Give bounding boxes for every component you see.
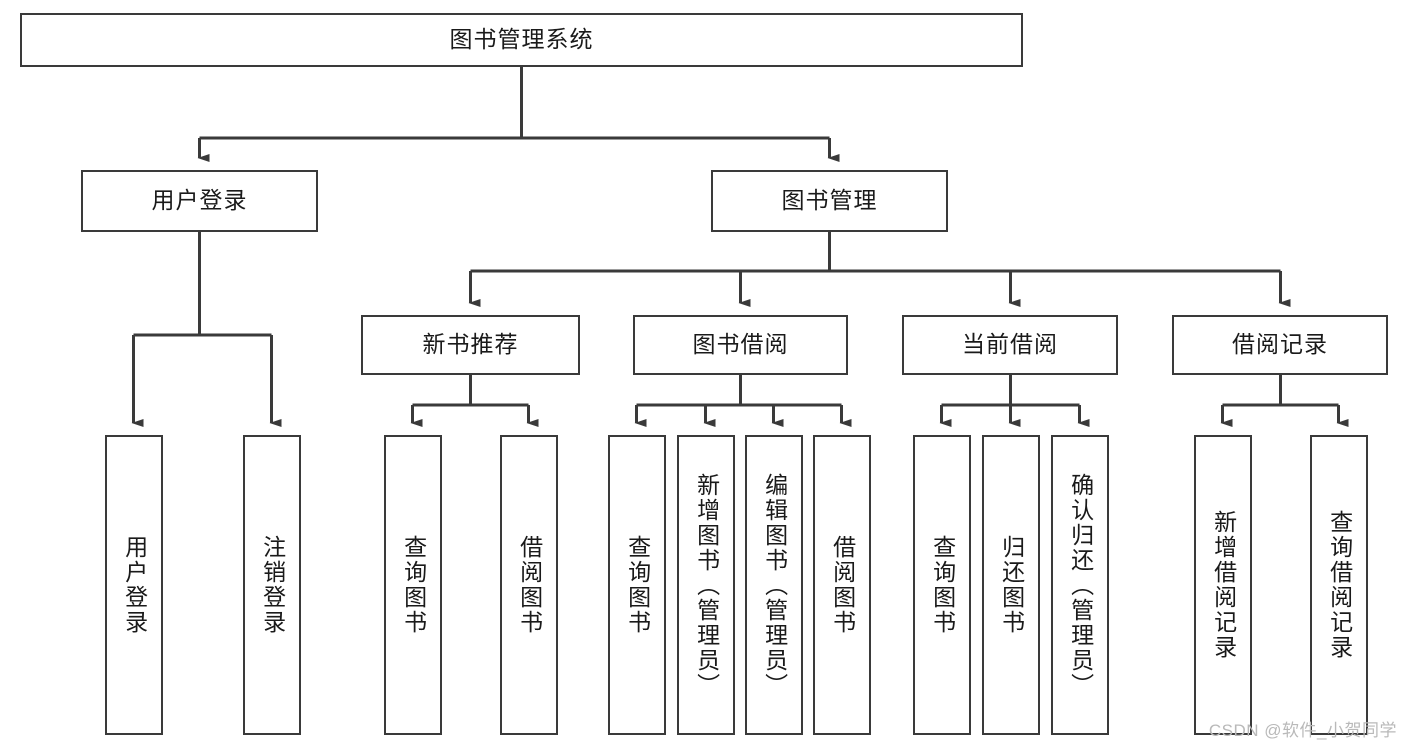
node-leaf-query-book-1[interactable]: 查询图书 bbox=[384, 435, 442, 735]
node-leaf-query-record[interactable]: 查询借阅记录 bbox=[1310, 435, 1368, 735]
node-leaf-edit-book-label: 编辑图书（管理员） bbox=[761, 472, 788, 698]
node-root-label: 图书管理系统 bbox=[449, 26, 594, 53]
node-current-borrow-label: 当前借阅 bbox=[962, 331, 1058, 358]
node-leaf-confirm-return-label: 确认归还（管理员） bbox=[1067, 472, 1094, 698]
node-leaf-borrow-book-2[interactable]: 借阅图书 bbox=[813, 435, 871, 735]
node-borrow-record-label: 借阅记录 bbox=[1232, 331, 1328, 358]
node-leaf-user-login-label: 用户登录 bbox=[121, 535, 148, 635]
node-leaf-query-book-2-label: 查询图书 bbox=[624, 535, 651, 635]
node-leaf-user-login[interactable]: 用户登录 bbox=[105, 435, 163, 735]
node-leaf-borrow-book-1-label: 借阅图书 bbox=[516, 535, 543, 635]
node-leaf-add-record-label: 新增借阅记录 bbox=[1210, 510, 1237, 660]
node-book-borrow[interactable]: 图书借阅 bbox=[633, 315, 848, 375]
node-leaf-return-book-label: 归还图书 bbox=[998, 535, 1025, 635]
node-leaf-add-record[interactable]: 新增借阅记录 bbox=[1194, 435, 1252, 735]
node-book-borrow-label: 图书借阅 bbox=[692, 331, 789, 358]
node-new-book-recommend-label: 新书推荐 bbox=[422, 331, 519, 358]
node-book-management[interactable]: 图书管理 bbox=[711, 170, 948, 232]
node-current-borrow[interactable]: 当前借阅 bbox=[902, 315, 1118, 375]
node-leaf-confirm-return[interactable]: 确认归还（管理员） bbox=[1051, 435, 1109, 735]
node-user-login-label: 用户登录 bbox=[151, 187, 248, 214]
node-leaf-query-book-3-label: 查询图书 bbox=[929, 535, 956, 635]
node-leaf-add-book-label: 新增图书（管理员） bbox=[693, 472, 720, 698]
node-leaf-query-record-label: 查询借阅记录 bbox=[1326, 510, 1353, 660]
node-leaf-user-logout-label: 注销登录 bbox=[259, 535, 286, 635]
node-user-login[interactable]: 用户登录 bbox=[81, 170, 318, 232]
node-leaf-query-book-1-label: 查询图书 bbox=[400, 535, 427, 635]
node-leaf-add-book[interactable]: 新增图书（管理员） bbox=[677, 435, 735, 735]
node-leaf-borrow-book-2-label: 借阅图书 bbox=[829, 535, 856, 635]
node-leaf-return-book[interactable]: 归还图书 bbox=[982, 435, 1040, 735]
node-borrow-record[interactable]: 借阅记录 bbox=[1172, 315, 1388, 375]
node-leaf-user-logout[interactable]: 注销登录 bbox=[243, 435, 301, 735]
node-leaf-query-book-2[interactable]: 查询图书 bbox=[608, 435, 666, 735]
node-root[interactable]: 图书管理系统 bbox=[20, 13, 1023, 67]
node-leaf-borrow-book-1[interactable]: 借阅图书 bbox=[500, 435, 558, 735]
watermark: CSDN @软件_小贺同学 bbox=[1208, 721, 1397, 740]
node-book-management-label: 图书管理 bbox=[781, 187, 878, 214]
node-leaf-edit-book[interactable]: 编辑图书（管理员） bbox=[745, 435, 803, 735]
node-leaf-query-book-3[interactable]: 查询图书 bbox=[913, 435, 971, 735]
node-new-book-recommend[interactable]: 新书推荐 bbox=[361, 315, 580, 375]
